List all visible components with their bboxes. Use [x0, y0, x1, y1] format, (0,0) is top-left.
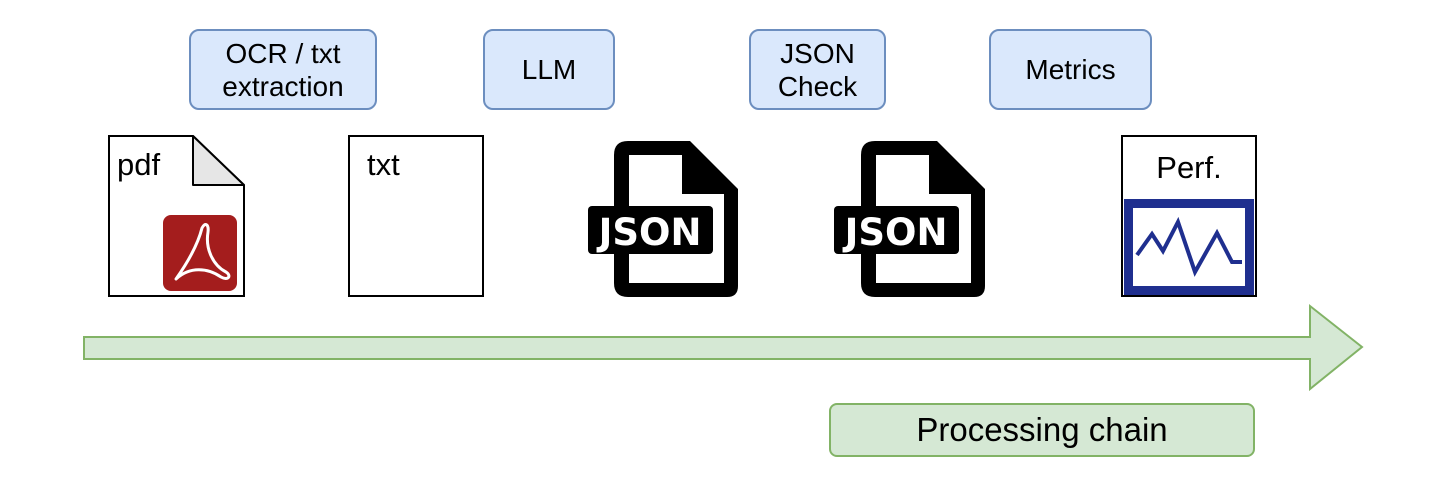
- txt-label: txt: [367, 147, 400, 182]
- json-file-icon: JSON: [588, 141, 738, 297]
- json-file-icon: JSON: [834, 141, 985, 297]
- processing-chain-label: Processing chain: [829, 403, 1255, 457]
- acrobat-logo-icon: [163, 215, 237, 291]
- step-llm: LLM: [483, 29, 615, 110]
- perf-label: Perf.: [1156, 150, 1221, 185]
- json-label-2: JSON: [842, 211, 948, 254]
- json-label-1: JSON: [596, 211, 702, 254]
- step-metrics: Metrics: [989, 29, 1152, 110]
- pdf-file-icon: pdf: [108, 135, 245, 297]
- step-json-check: JSON Check: [749, 29, 886, 110]
- pdf-label: pdf: [117, 147, 160, 182]
- processing-chain-arrow: [83, 303, 1364, 392]
- performance-chart-icon: Perf.: [1121, 135, 1257, 297]
- txt-file-icon: txt: [348, 135, 484, 297]
- step-ocr-txt-extraction: OCR / txt extraction: [189, 29, 377, 110]
